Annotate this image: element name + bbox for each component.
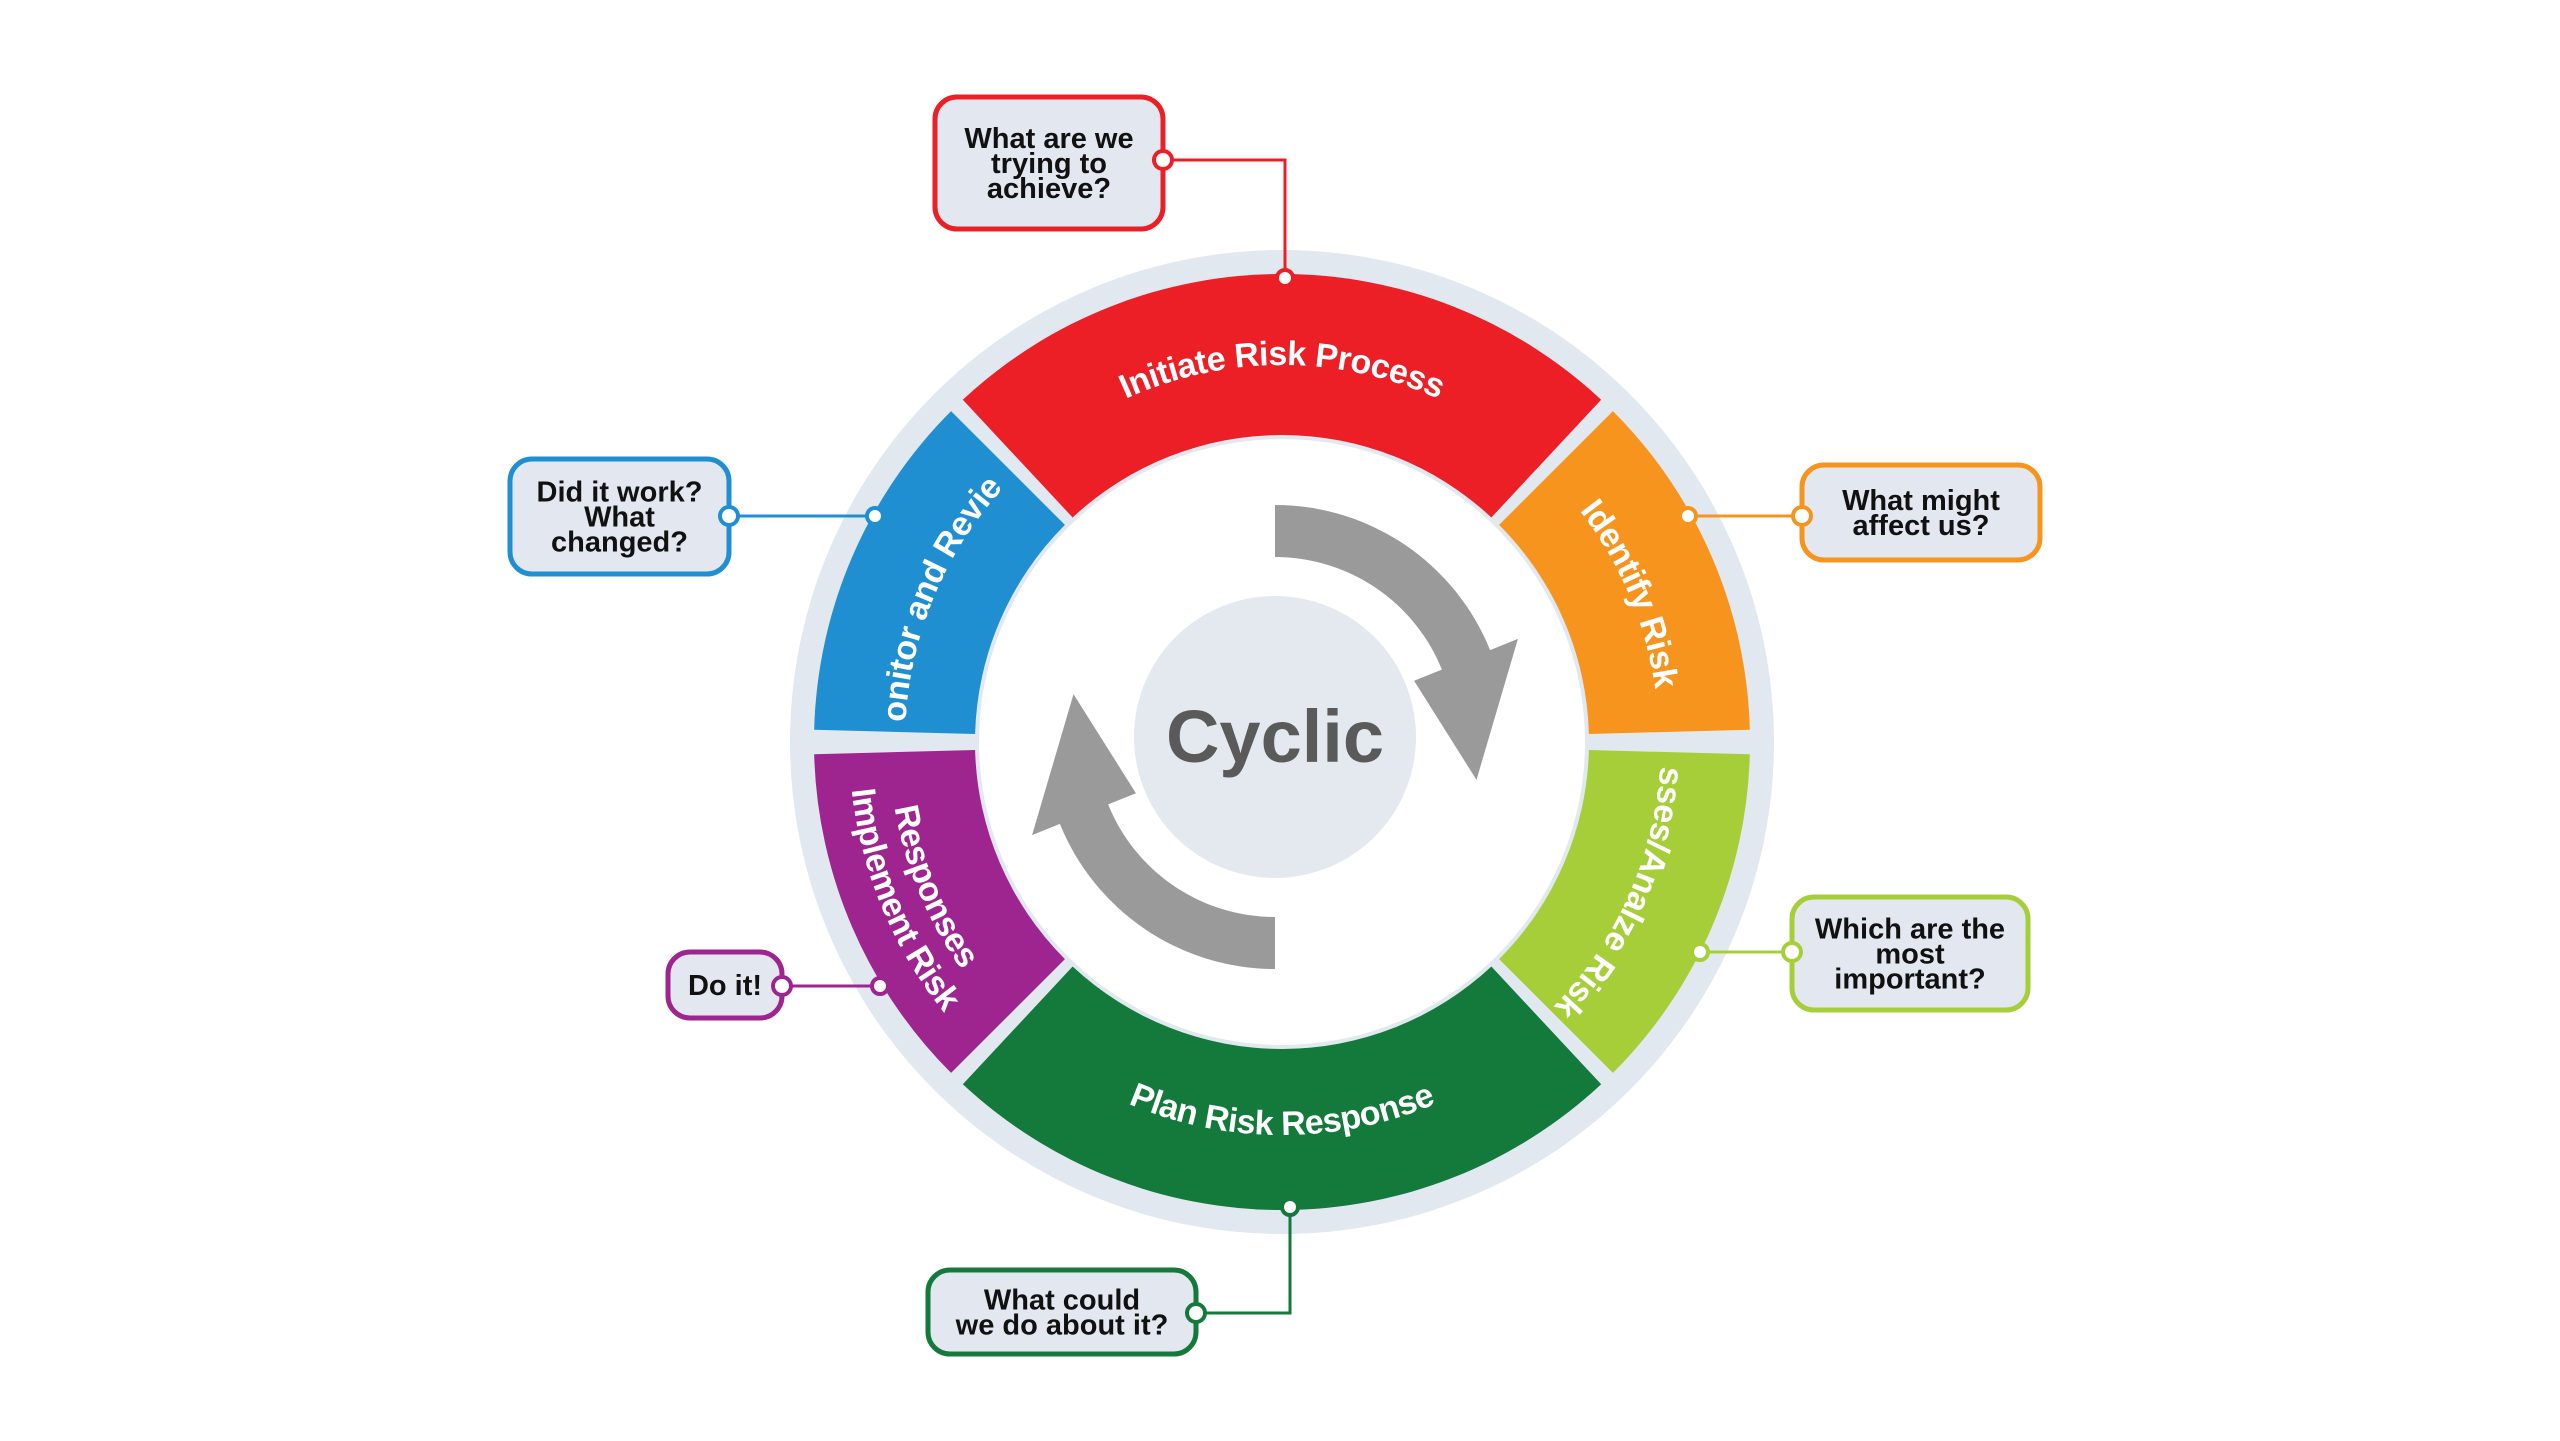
callout-text-implement: Do it! [688,970,762,1002]
callout-dot-plan [1185,1302,1207,1324]
center-circle [1134,596,1416,878]
connector-plan [1196,1207,1292,1315]
segment-assess [1499,750,1750,1073]
cycle-arrows [1032,505,1518,969]
segment-implement [814,750,1065,1073]
segment-monitor [814,411,1065,734]
callout-dot-assess [1781,941,1803,963]
callout-dot-identify [1791,505,1813,527]
anchor-dot-implement [870,976,890,996]
segment-plan [962,966,1602,1211]
callout-dot-initiate [1152,149,1174,171]
center-label: Cyclic [1166,695,1384,778]
anchor-dot-assess [1690,942,1710,962]
anchor-dot-monitor [865,506,885,526]
cycle-arrow-top-right [1275,505,1518,780]
anchor-dot-plan [1280,1197,1300,1217]
cycle-arrow-bottom-left [1032,694,1275,969]
connector-initiate [1163,158,1287,278]
segment-identify [1499,411,1750,734]
callout-dot-implement [771,975,793,997]
anchor-dot-initiate [1275,268,1295,288]
segment-initiate [962,273,1602,518]
anchor-dot-identify [1678,506,1698,526]
callout-dot-monitor [718,505,740,527]
